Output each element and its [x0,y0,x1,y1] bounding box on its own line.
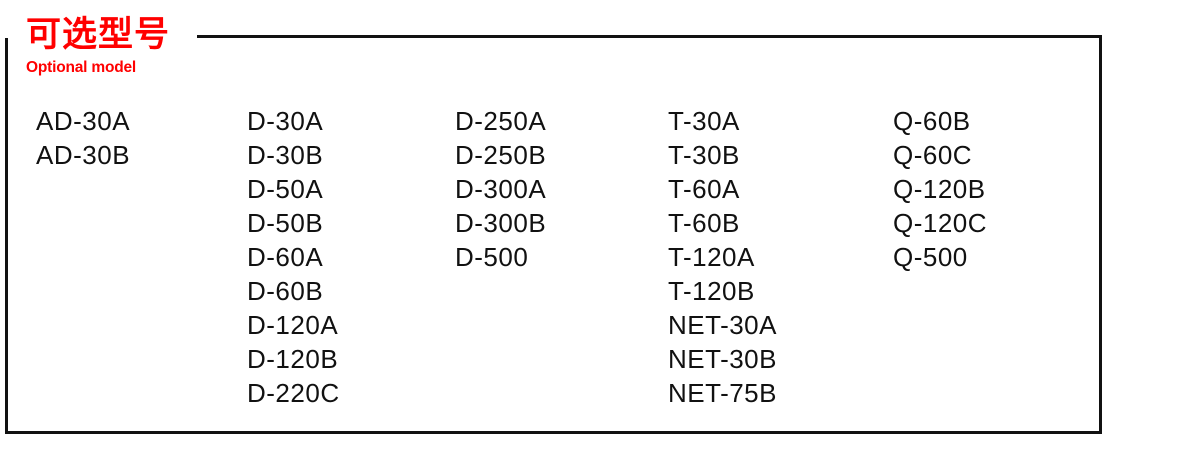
heading-subtitle-english: Optional model [26,58,137,76]
model-item: NET-30A [668,310,777,340]
model-item: T-30B [668,140,740,170]
model-column-d-series-high: D-250A D-250B D-300A D-300B D-500 [455,104,546,274]
model-column-q-series: Q-60B Q-60C Q-120B Q-120C Q-500 [893,104,987,274]
model-columns: AD-30A AD-30B D-30A D-30B D-50A D-50B D-… [0,104,1100,424]
model-item: T-30A [668,106,740,136]
model-item: T-120A [668,242,755,272]
panel-border-left [5,38,8,434]
model-item: T-60A [668,174,740,204]
model-item: D-30B [247,140,324,170]
model-item: D-250B [455,140,547,170]
model-item: T-60B [668,208,740,238]
model-item: NET-75B [668,378,777,408]
model-item: D-500 [455,242,529,272]
model-item: D-300A [455,174,547,204]
model-column-d-series-low: D-30A D-30B D-50A D-50B D-60A D-60B D-12… [247,104,340,410]
model-item: AD-30A [36,106,131,136]
model-item: Q-120C [893,208,988,238]
model-item: D-60A [247,242,324,272]
model-item: D-250A [455,106,547,136]
panel-border-top [197,35,1102,38]
panel-border-right [1099,35,1102,434]
model-item: D-30A [247,106,324,136]
model-item: D-120A [247,310,339,340]
model-item: D-220C [247,378,340,408]
model-item: D-300B [455,208,547,238]
model-item: Q-60C [893,140,973,170]
model-item: D-120B [247,344,339,374]
model-item: Q-120B [893,174,986,204]
model-item: D-50A [247,174,324,204]
model-item: AD-30B [36,140,131,170]
model-column-t-and-net-series: T-30A T-30B T-60A T-60B T-120A T-120B NE… [668,104,777,410]
panel-border-bottom [5,431,1102,434]
model-column-ad-series: AD-30A AD-30B [36,104,130,172]
model-item: NET-30B [668,344,777,374]
model-item: Q-500 [893,242,968,272]
panel-heading: 可选型号 Optional model [26,15,171,76]
model-item: D-60B [247,276,324,306]
model-item: Q-60B [893,106,971,136]
model-item: T-120B [668,276,755,306]
heading-title-chinese: 可选型号 [26,15,171,54]
model-item: D-50B [247,208,324,238]
